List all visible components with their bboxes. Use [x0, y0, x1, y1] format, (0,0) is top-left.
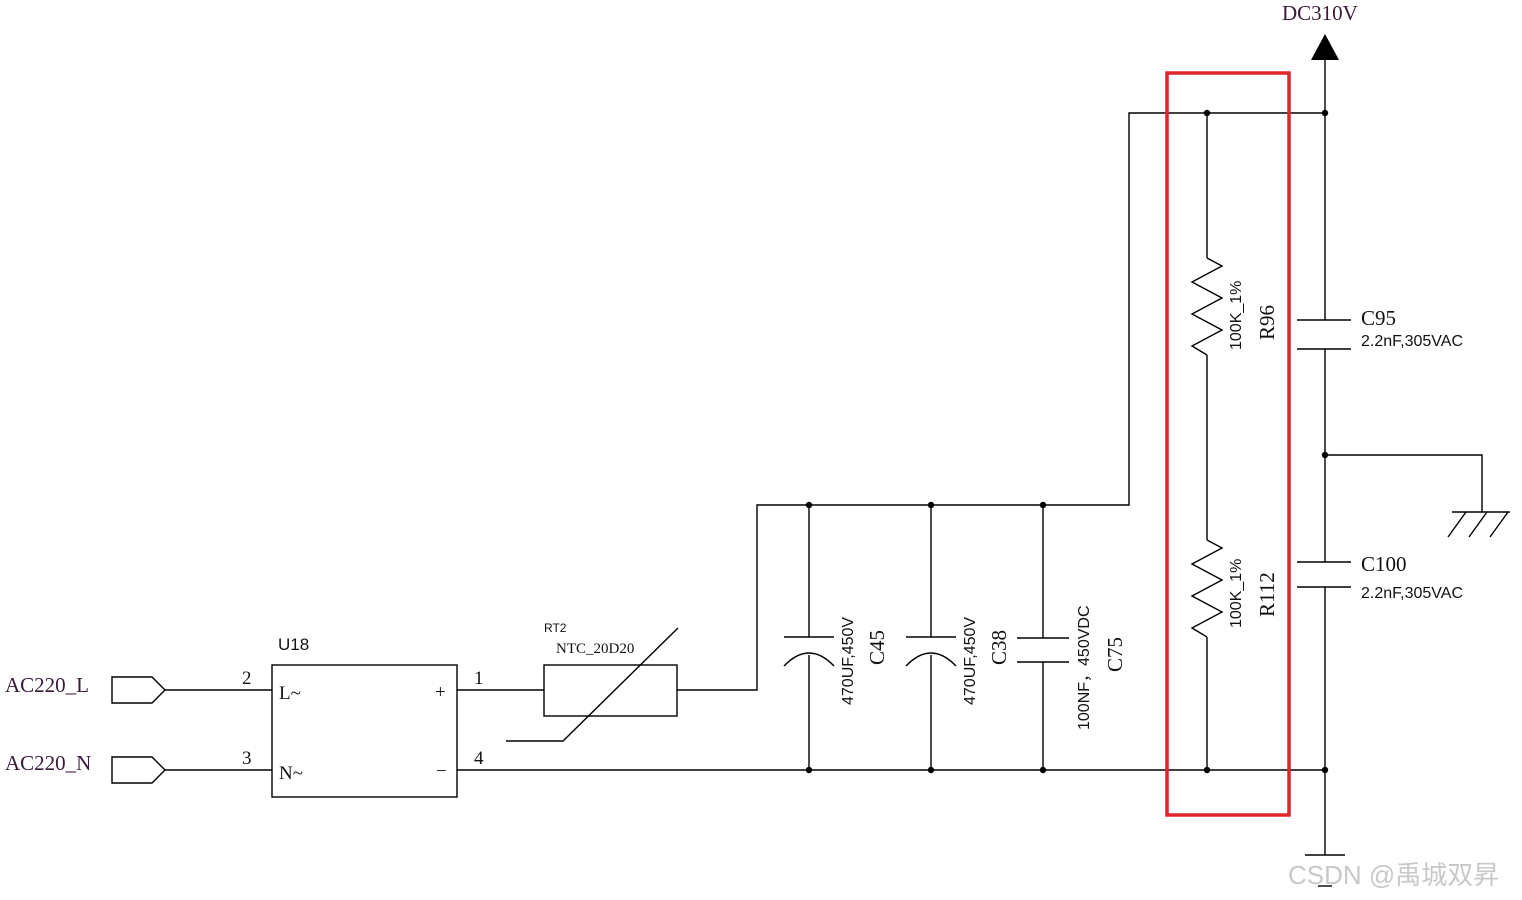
rt2-ref: RT2 [544, 621, 567, 635]
highlight-box [1165, 71, 1291, 817]
r112-value: 100K_1% [1228, 559, 1245, 628]
capacitor-c95: C95 2.2nF,305VAC [1297, 306, 1463, 350]
u18-ref: U18 [278, 635, 309, 654]
minus-terminal-mark: − [436, 761, 447, 782]
junctions [805, 109, 1329, 774]
capacitor-c100: C100 2.2nF,305VAC [1297, 552, 1463, 602]
c75-ref: C75 [1103, 637, 1127, 672]
c45-ref: C45 [865, 630, 889, 665]
capacitor-c38: 470UF,450V C38 [905, 617, 1011, 705]
c45-value: 470UF,450V [840, 617, 857, 705]
plus-terminal-mark: + [435, 682, 446, 703]
c38-value: 470UF,450V [962, 617, 979, 705]
ground-icon [1305, 854, 1345, 887]
ntc-thermistor-rt2: RT2 NTC_20D20 [506, 621, 679, 742]
r112-ref: R112 [1255, 572, 1279, 617]
ac220-n-port: AC220_N [5, 751, 166, 784]
n-terminal-mark: N~ [279, 763, 303, 784]
pin-4-label: 4 [474, 748, 484, 769]
ac220-l-label: AC220_L [5, 673, 89, 697]
csdn-watermark: CSDN @禹城双昇 [1288, 860, 1499, 890]
pin-3-label: 3 [242, 748, 252, 769]
rt2-value: NTC_20D20 [556, 641, 634, 657]
c38-ref: C38 [987, 630, 1011, 665]
resistor-r112: 100K_1% R112 [1190, 539, 1279, 638]
c100-ref: C100 [1361, 552, 1407, 576]
chassis-ground-icon [1447, 511, 1510, 538]
dc310v-label: DC310V [1282, 1, 1358, 25]
resistor-r96: 100K_1% R96 [1190, 257, 1279, 356]
r96-value: 100K_1% [1228, 281, 1245, 350]
capacitor-c75: 100NF，450VDC C75 [1017, 605, 1127, 730]
r96-ref: R96 [1255, 305, 1279, 340]
l-terminal-mark: L~ [279, 683, 301, 704]
c95-value: 2.2nF,305VAC [1361, 333, 1463, 350]
c100-value: 2.2nF,305VAC [1361, 585, 1463, 602]
capacitor-c45: 470UF,450V C45 [783, 617, 889, 705]
c75-value: 100NF，450VDC [1076, 605, 1093, 730]
pin-2-label: 2 [242, 668, 252, 689]
dc310v-power-symbol: DC310V [1282, 1, 1358, 60]
ac220-l-port: AC220_L [5, 673, 166, 704]
ac220-n-label: AC220_N [5, 751, 91, 775]
pin-1-label: 1 [474, 668, 484, 689]
wires [165, 60, 1483, 855]
c95-ref: C95 [1361, 306, 1396, 330]
bridge-rectifier-u18: U18 2 3 1 4 L~ N~ + − [242, 635, 484, 798]
